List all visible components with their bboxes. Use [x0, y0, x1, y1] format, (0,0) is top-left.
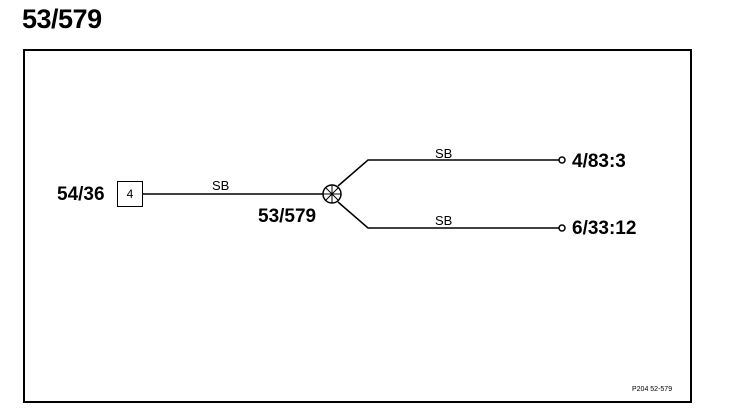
wire-splice-to-upper: [337, 159, 559, 187]
terminal-lower-icon: [558, 224, 566, 232]
page-title: 53/579: [22, 4, 102, 34]
wire-splice-to-lower: [337, 201, 559, 229]
endpoint-label: 4/83:3: [572, 151, 626, 172]
wire-color-label: SB: [435, 146, 453, 161]
wire-color-label: SB: [435, 213, 453, 228]
wire-color-label: SB: [212, 178, 230, 193]
reference-code: P204 52-579: [632, 386, 673, 393]
splice-label: 53/579: [258, 206, 317, 227]
terminal-upper-icon: [558, 156, 566, 164]
connector-pin-box: 4: [117, 181, 143, 207]
diagram-frame: [23, 49, 692, 403]
connector-label: 54/36: [57, 184, 105, 205]
endpoint-label: 6/33:12: [572, 218, 637, 239]
splice-icon: [322, 184, 342, 204]
